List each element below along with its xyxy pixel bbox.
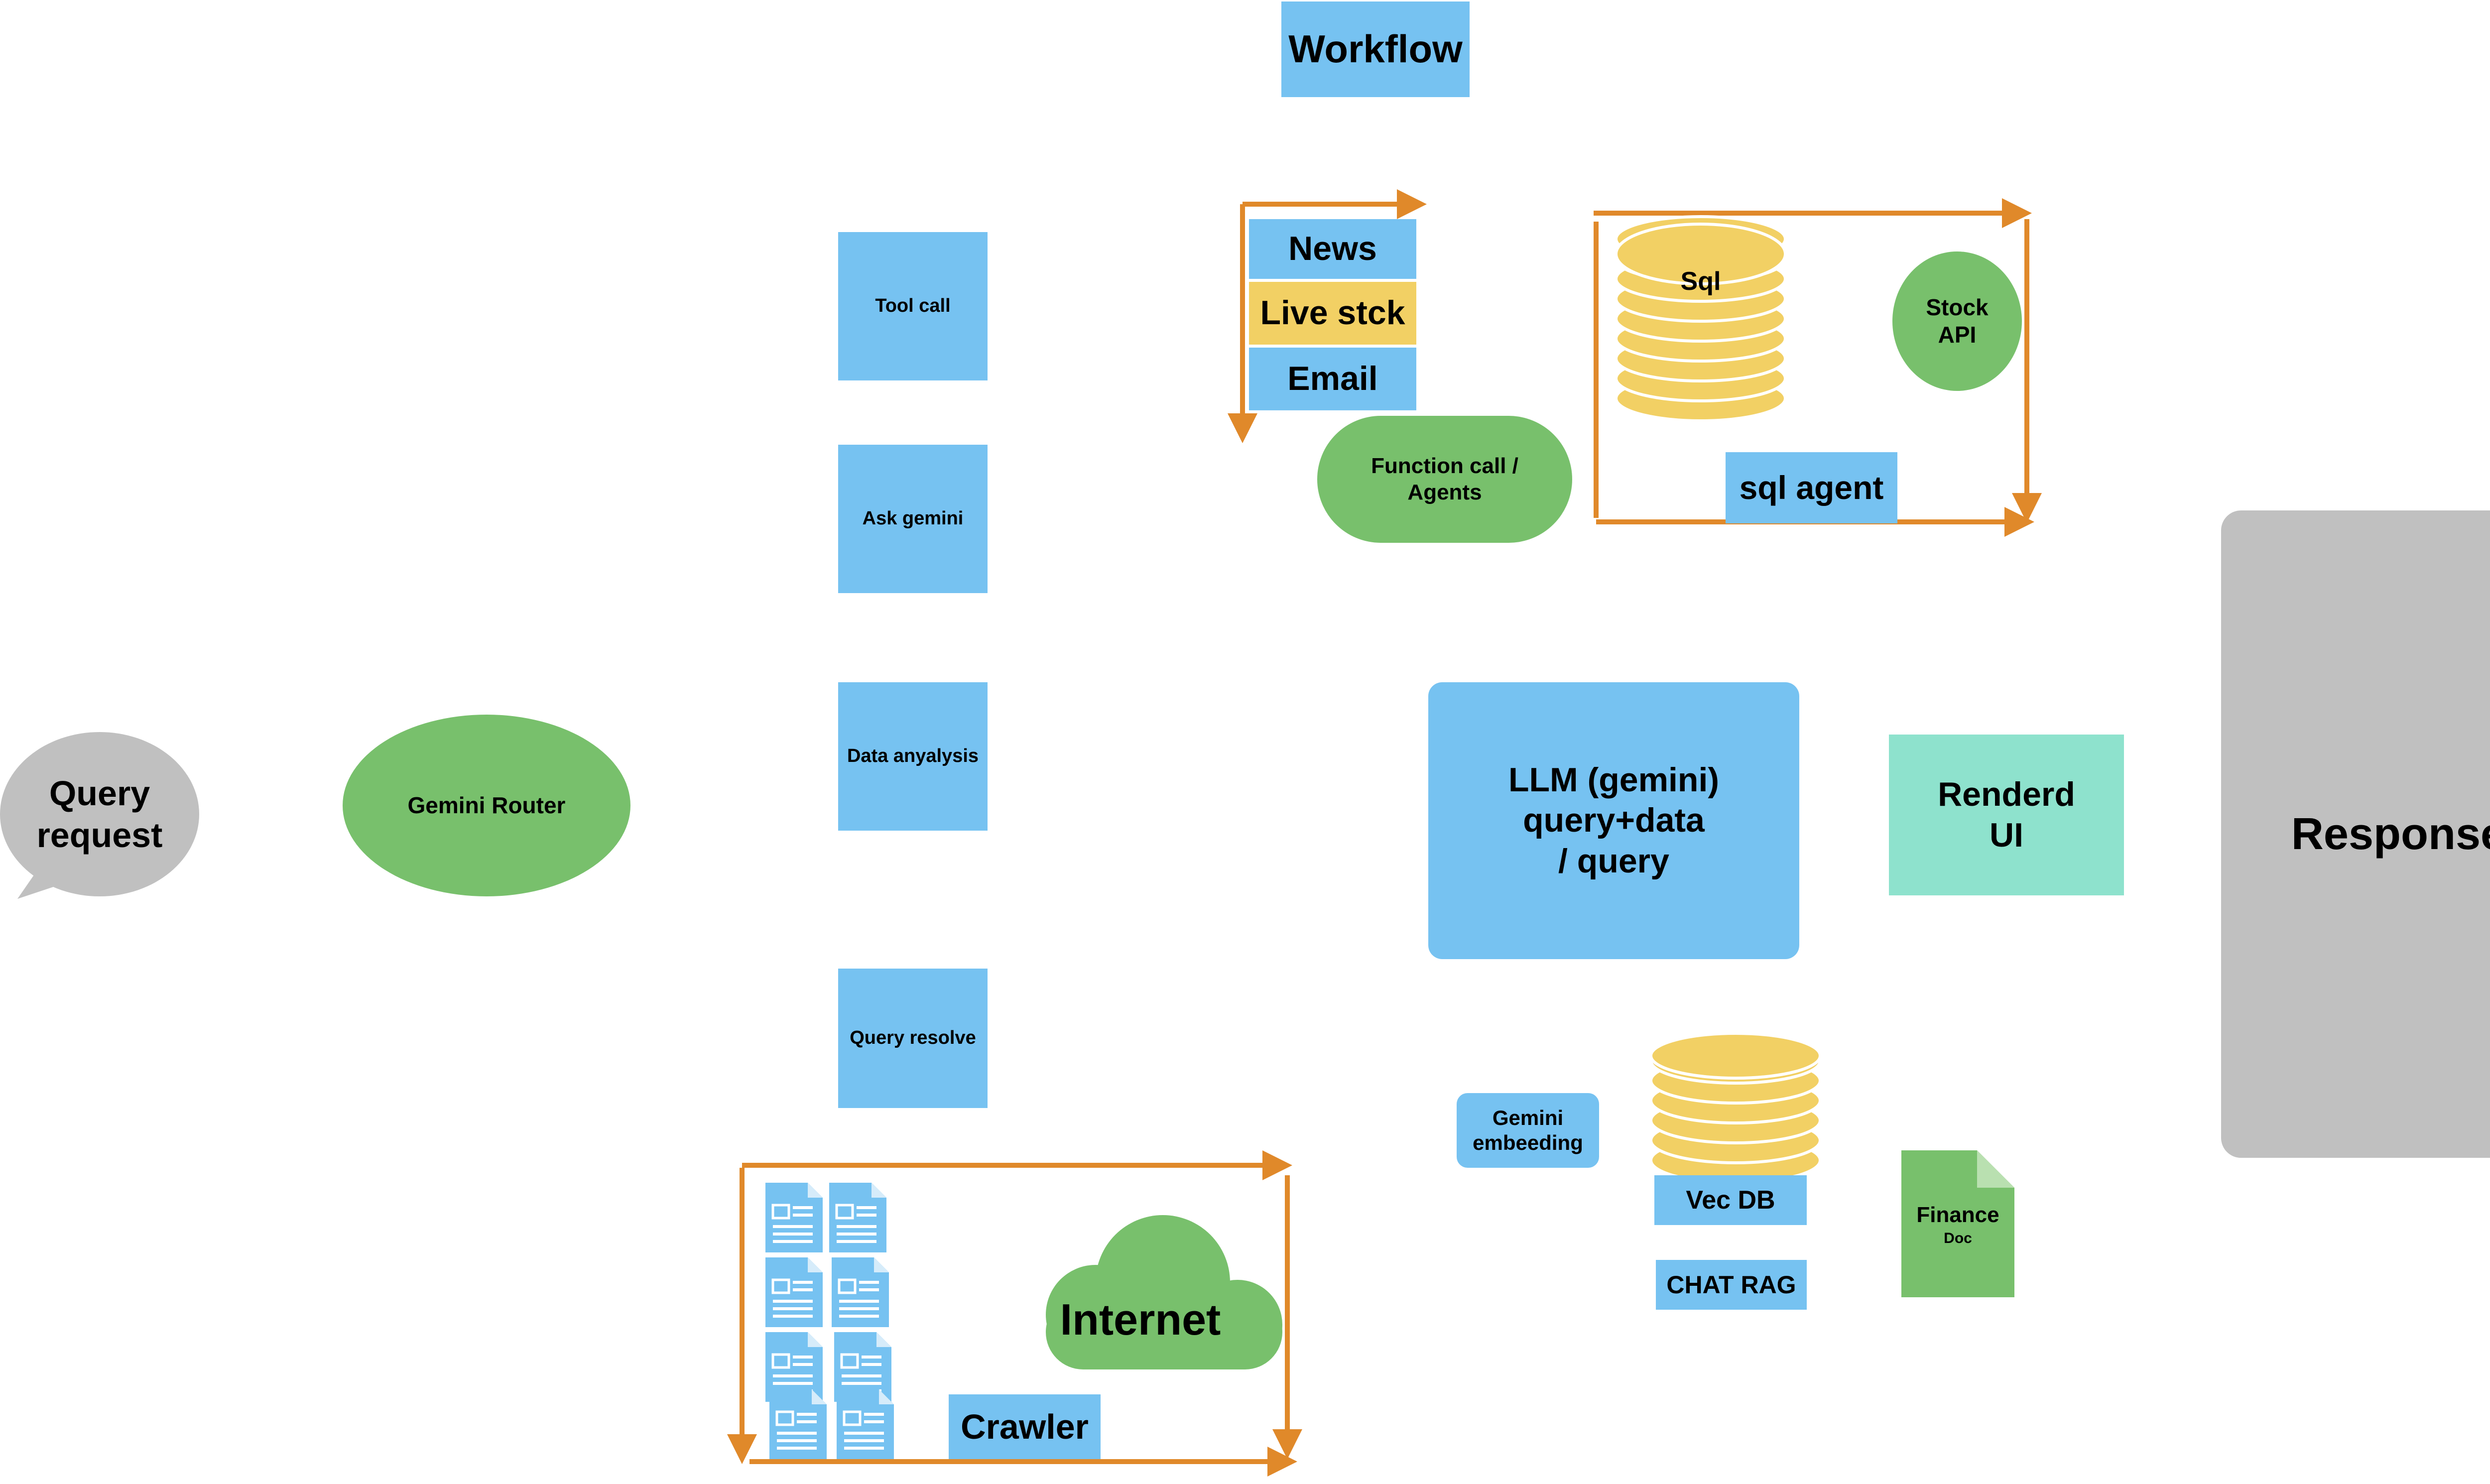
rendered-ui-node[interactable]: Renderd UI [1889, 735, 2124, 895]
email-tool[interactable]: Email [1249, 348, 1416, 410]
data-analysis-step[interactable]: Data anyalysis [838, 682, 988, 831]
news-tool[interactable]: News [1249, 219, 1416, 279]
response-node[interactable]: Response [2221, 510, 2490, 1158]
query-request-node[interactable]: Query request [36, 774, 163, 855]
live-stock-tool[interactable]: Live stck [1249, 282, 1416, 345]
llm-gemini-node[interactable]: LLM (gemini) query+data / query [1428, 682, 1799, 959]
stock-api-node[interactable]: Stock API [1892, 251, 2022, 391]
sql-agent-node[interactable]: sql agent [1726, 452, 1897, 523]
query-resolve-step[interactable]: Query resolve [838, 969, 988, 1108]
finance-doc-subtitle: Doc [1944, 1230, 1972, 1246]
internet-label: Internet [1060, 1295, 1221, 1345]
gemini-router-node[interactable]: Gemini Router [343, 715, 630, 896]
crawler-node[interactable]: Crawler [949, 1394, 1101, 1459]
tool-call-step[interactable]: Tool call [838, 232, 988, 380]
gemini-embedding-node[interactable]: Gemini embeeding [1457, 1093, 1599, 1168]
finance-doc-title: Finance [1916, 1202, 1999, 1227]
function-call-agents-node[interactable]: Function call / Agents [1317, 416, 1572, 543]
workflow-title: Workflow [1281, 1, 1470, 97]
ask-gemini-step[interactable]: Ask gemini [838, 445, 988, 593]
vec-db-node[interactable]: Vec DB [1654, 1175, 1807, 1225]
chat-rag-node[interactable]: CHAT RAG [1656, 1260, 1807, 1310]
sql-label: Sql [1680, 266, 1721, 296]
